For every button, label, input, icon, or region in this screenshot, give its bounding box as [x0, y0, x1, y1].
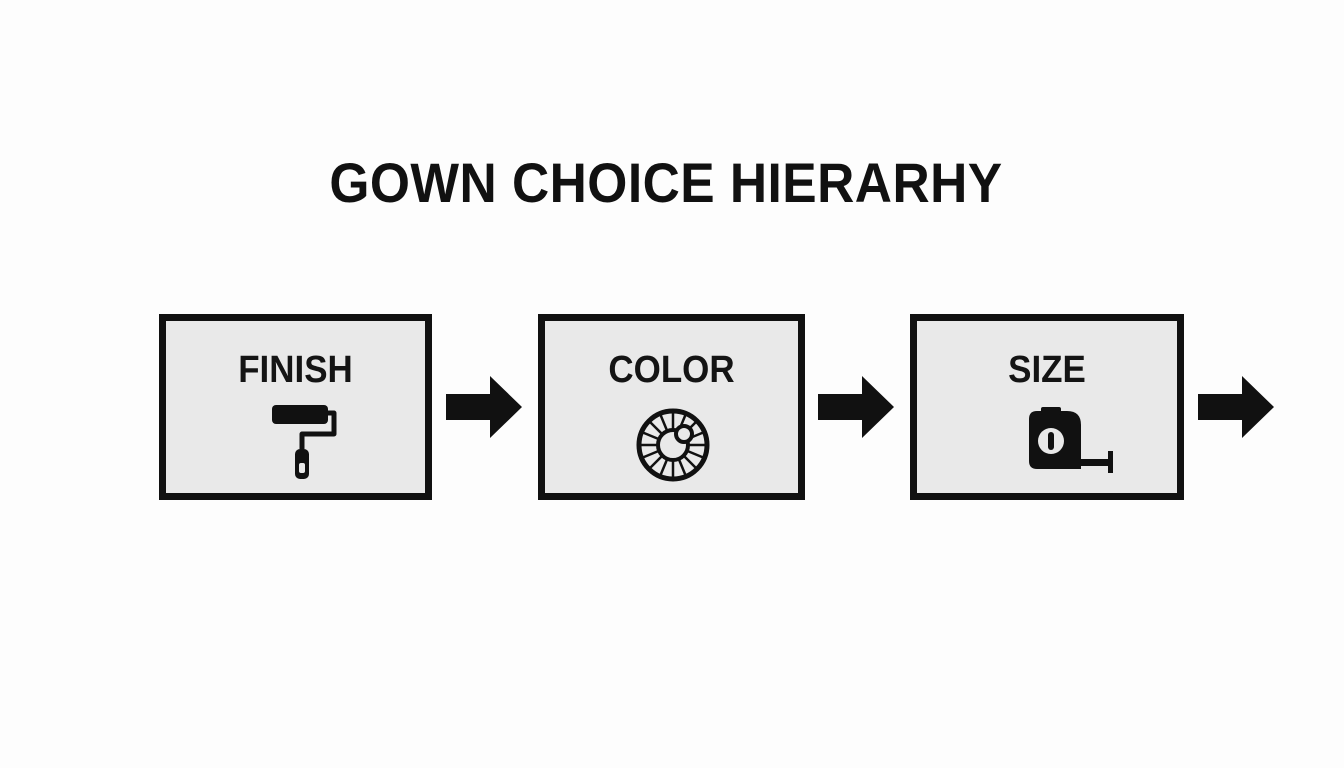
step-label-finish: FINISH — [238, 349, 353, 391]
flow-arrow-icon — [818, 376, 896, 443]
step-box-finish: FINISH — [159, 314, 432, 500]
color-wheel-icon — [636, 408, 710, 482]
flow-arrow-icon — [446, 376, 524, 443]
tape-measure-icon — [1029, 407, 1113, 473]
flow-arrow-icon — [1198, 376, 1276, 443]
step-box-color: COLOR — [538, 314, 805, 500]
diagram-title: GOWN CHOICE HIERARHY — [329, 151, 1003, 214]
step-label-size: SIZE — [1008, 349, 1086, 391]
step-box-size: SIZE — [910, 314, 1184, 500]
step-label-color: COLOR — [608, 349, 735, 391]
paint-roller-icon — [272, 405, 337, 479]
